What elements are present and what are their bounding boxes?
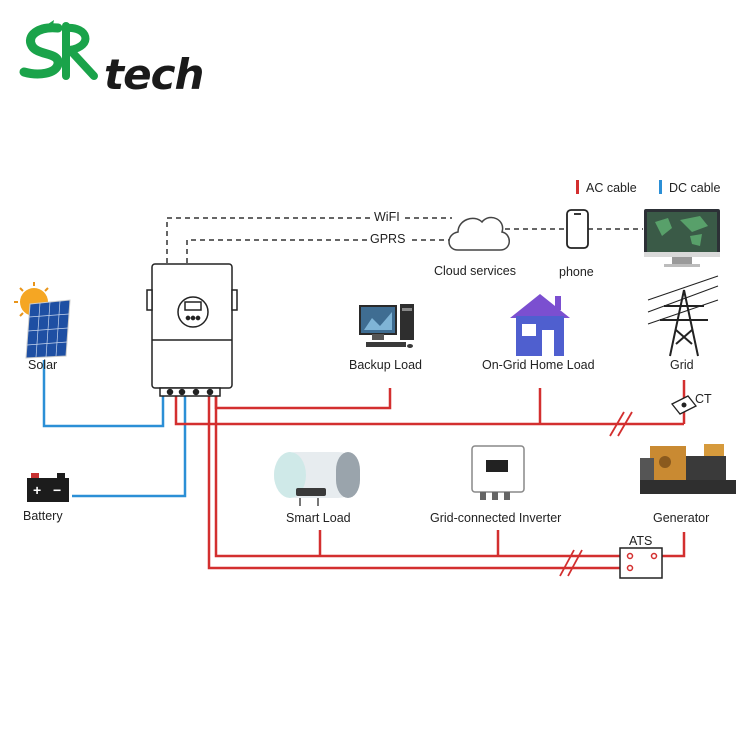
ac-cable-legend-swatch (576, 180, 579, 194)
wifi-line (166, 217, 370, 263)
ats-upper-cable (214, 396, 620, 558)
ats-box (619, 547, 663, 579)
backup-load-pc-icon (359, 304, 414, 348)
generator-icon (640, 444, 736, 494)
house-icon (510, 294, 570, 356)
grid-tie-inverter-icon (471, 445, 525, 500)
phone-label: phone (559, 265, 594, 279)
ac-cable-legend-label: AC cable (586, 181, 637, 195)
grid-ac-cable (174, 396, 684, 426)
logo-mark-icon (19, 20, 98, 80)
battery-dc-cable (72, 396, 187, 498)
gprs-label: GPRS (370, 232, 406, 246)
grid-label: Grid (670, 358, 694, 372)
battery-icon (27, 473, 69, 502)
break-marks (559, 411, 633, 577)
wifi-label: WiFI (374, 210, 400, 224)
water-heater-icon (274, 452, 360, 506)
battery-label: Battery (23, 509, 63, 523)
smart-load-label: Smart Load (286, 511, 351, 525)
backup-ac-cable (214, 388, 392, 410)
ats-lower-cable (207, 396, 620, 570)
logo-word: tech (104, 50, 204, 99)
dc-cables (42, 360, 187, 498)
comm-lines (166, 217, 643, 263)
dc-cable-legend-label: DC cable (669, 181, 721, 195)
backup-load-label: Backup Load (349, 358, 422, 372)
gprs-line (186, 239, 368, 263)
monitor-icon (644, 209, 720, 267)
battery-plus-symbol: + (33, 482, 42, 498)
generator-label: Generator (653, 511, 710, 525)
generator-cable (662, 532, 686, 558)
ats-label: ATS (629, 534, 653, 548)
solar-dc-cable (42, 360, 165, 428)
ct-sensor-icon (670, 395, 698, 415)
solar-panel-icon (14, 282, 71, 359)
ac-cables (174, 380, 686, 570)
solar-label: Solar (28, 358, 58, 372)
srtech-logo: tech SR (18, 18, 208, 96)
phone-icon (566, 209, 589, 249)
cloud-icon (448, 216, 510, 251)
dc-cable-legend-swatch (659, 180, 662, 194)
ct-label: CT (695, 392, 712, 406)
grid-tower-icon (647, 275, 719, 357)
hybrid-inverter (146, 263, 238, 397)
ongrid-home-load-label: On-Grid Home Load (482, 358, 595, 372)
battery-minus-symbol: − (53, 482, 62, 498)
grid-inverter-label: Grid-connected Inverter (430, 511, 562, 525)
cloud-services-label: Cloud services (434, 264, 516, 278)
